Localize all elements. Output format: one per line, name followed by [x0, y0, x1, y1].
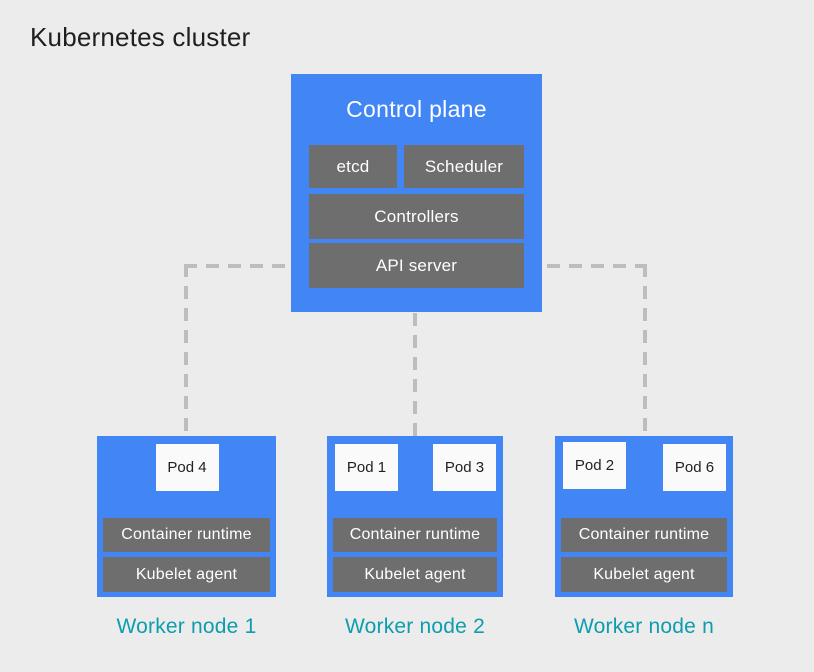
- pod-box: Pod 2: [563, 442, 626, 489]
- diagram-title: Kubernetes cluster: [30, 22, 251, 52]
- worker-node-2-label: Worker node 2: [345, 615, 485, 638]
- worker-node-n-label: Worker node n: [574, 615, 714, 638]
- pod-row: Pod 2 Pod 6: [563, 442, 726, 491]
- worker-node-1-label: Worker node 1: [116, 615, 257, 638]
- kubelet-agent-box: Kubelet agent: [561, 557, 727, 592]
- connector-vertical-left: [184, 264, 188, 436]
- connector-vertical-center: [413, 313, 417, 436]
- pod-box: Pod 3: [433, 444, 496, 491]
- connector-horizontal-left: [184, 264, 309, 268]
- pod-row: Pod 4: [105, 444, 269, 491]
- container-runtime-box: Container runtime: [333, 518, 497, 552]
- worker-node-1-box: Pod 4 Container runtime Kubelet agent: [97, 436, 276, 597]
- control-plane-row: etcd Scheduler: [309, 145, 524, 188]
- container-runtime-box: Container runtime: [103, 518, 270, 552]
- pod-box: Pod 4: [155, 444, 219, 491]
- pod-row: Pod 1 Pod 3: [335, 444, 496, 491]
- kubelet-agent-box: Kubelet agent: [333, 557, 497, 592]
- worker-node-n-box: Pod 2 Pod 6 Container runtime Kubelet ag…: [555, 436, 733, 597]
- pod-box: Pod 1: [335, 444, 398, 491]
- pod-box: Pod 6: [663, 444, 726, 491]
- controllers-box: Controllers: [309, 194, 524, 239]
- container-runtime-box: Container runtime: [561, 518, 727, 552]
- api-server-box: API server: [309, 243, 524, 288]
- connector-horizontal-right: [525, 264, 647, 268]
- kubelet-agent-box: Kubelet agent: [103, 557, 270, 592]
- control-plane-title: Control plane: [346, 96, 487, 122]
- control-plane-box: Control plane etcd Scheduler Controllers…: [291, 74, 542, 312]
- etcd-box: etcd: [309, 145, 397, 188]
- connector-vertical-right: [643, 264, 647, 436]
- worker-node-2-box: Pod 1 Pod 3 Container runtime Kubelet ag…: [327, 436, 503, 597]
- scheduler-box: Scheduler: [404, 145, 524, 188]
